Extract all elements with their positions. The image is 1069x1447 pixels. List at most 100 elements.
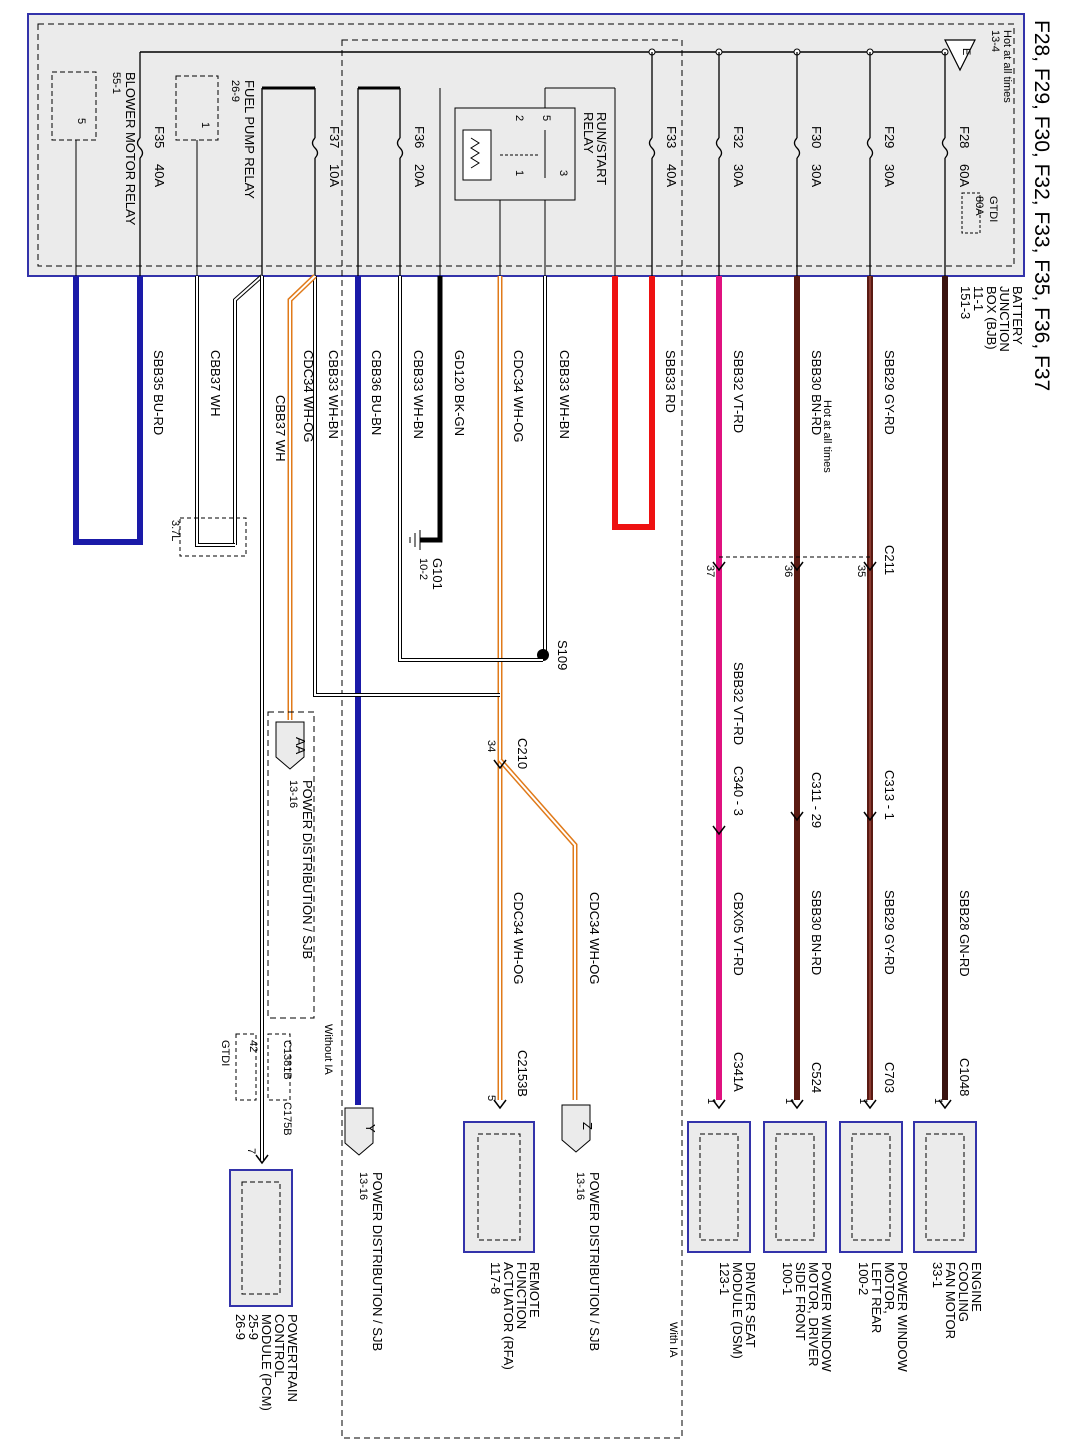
wire-cbb37-a-label: CBB37 WH — [208, 350, 223, 416]
c37l-label: 3.7L — [169, 520, 181, 541]
load-pcm-inner — [241, 1181, 281, 1295]
svg-text:11-1: 11-1 — [971, 286, 986, 311]
fuse-f37-name: F37 — [327, 126, 342, 148]
wire-cbb33-c — [313, 276, 500, 697]
svg-text:117-8: 117-8 — [488, 1262, 503, 1294]
load-rfa-inner — [477, 1133, 521, 1241]
wire-cdc34-d-core — [499, 759, 576, 1100]
pd-aa-tag — [275, 721, 305, 770]
c341a-label: C341A — [731, 1052, 746, 1092]
wire-sbb33-rd-label: SBB33 RD — [663, 350, 678, 413]
pd-y-ref: 13-16 — [357, 1172, 369, 1200]
pd-z-tag — [561, 1104, 591, 1153]
svg-text:BATTERY: BATTERY — [1010, 286, 1025, 345]
fuse-stubs — [136, 52, 949, 276]
svg-text:DRIVER SEAT: DRIVER SEAT — [743, 1262, 758, 1348]
pd-aa-label: POWER DISTRIBUTION / SJB — [300, 780, 315, 959]
g101-ref: 10-2 — [417, 558, 429, 580]
svg-text:33-1: 33-1 — [930, 1262, 945, 1288]
fuse-f30-rating: 30A — [809, 164, 824, 187]
wire-sbb29-label: SBB29 GY-RD — [882, 350, 897, 435]
wire-sbb28-label: SBB28 GN-RD — [957, 890, 972, 977]
svg-text:MOTOR, DRIVER: MOTOR, DRIVER — [806, 1262, 821, 1367]
svg-text:MODULE (PCM): MODULE (PCM) — [259, 1314, 274, 1411]
hot-at-all-times-label: Hot at all times — [1001, 30, 1013, 103]
wire-cbb36-label: CBB36 BU-BN — [369, 350, 384, 435]
wire-gd120 — [420, 276, 443, 543]
power-source-symbol — [944, 39, 976, 72]
bjb-inner-dashed — [37, 23, 1015, 267]
c37l-box — [179, 517, 247, 557]
c1381b-box — [235, 1033, 257, 1101]
svg-text:2: 2 — [513, 115, 525, 121]
c1381b-label: C1381B — [281, 1040, 293, 1080]
wire-gd120-label: GD120 BK-GN — [452, 350, 467, 436]
c703-label: C703 — [882, 1062, 897, 1093]
c340-label: C340 - 3 — [731, 766, 746, 816]
load-pwlr-inner — [851, 1133, 891, 1241]
fan-pin1: 1 — [932, 1098, 944, 1104]
wire-cbx05-label: CBX05 VT-RD — [731, 892, 746, 976]
e-label: E — [960, 48, 972, 55]
fuse-f28-alt: 80A — [973, 196, 985, 216]
dsm-pin1: 1 — [705, 1098, 717, 1104]
svg-text:5: 5 — [540, 115, 552, 121]
svg-text:RUN/START: RUN/START — [594, 112, 609, 185]
svg-text:100-2: 100-2 — [856, 1262, 871, 1295]
wire-sbb30-label: SBB30 BN-RD — [809, 350, 824, 435]
fuse-f28-rating: 60A — [957, 164, 972, 187]
c211-pin36: 36 — [782, 565, 794, 577]
blower-ref: 55-1 — [110, 72, 122, 94]
svg-text:1: 1 — [513, 170, 525, 176]
bjb-label: BATTERY JUNCTION BOX (BJB) 11-1 151-3 — [958, 286, 1025, 352]
svg-text:123-1: 123-1 — [717, 1262, 732, 1295]
connector-chevrons — [255, 561, 952, 1165]
svg-text:FAN MOTOR: FAN MOTOR — [943, 1262, 958, 1339]
pcm-pin7: 7 — [245, 1148, 257, 1154]
svg-text:POWER WINDOW: POWER WINDOW — [895, 1262, 910, 1372]
svg-text:151-3: 151-3 — [958, 286, 973, 319]
c2153b-label: C2153B — [515, 1050, 530, 1097]
c175b-box — [267, 1033, 291, 1101]
load-pcm — [229, 1169, 293, 1307]
pd-z-label: POWER DISTRIBUTION / SJB — [587, 1172, 602, 1351]
c211-pin35: 35 — [855, 565, 867, 577]
wire-sbb29b-label: SBB29 GY-RD — [882, 890, 897, 975]
wire-cdc34-b-label: CDC34 WH-OG — [301, 350, 316, 442]
load-pw-left-rear — [839, 1121, 903, 1253]
svg-text:3: 3 — [557, 170, 569, 176]
wire-cbb37-b-label: CBB37 WH — [273, 395, 288, 461]
blower-pin: 5 — [75, 118, 87, 124]
f28-alt-box — [961, 192, 981, 234]
svg-text:25-9: 25-9 — [246, 1314, 261, 1340]
wire-cdc34-b — [287, 274, 317, 720]
wire-cdc34-d-label: CDC34 WH-OG — [587, 892, 602, 984]
c1048-label: C1048 — [957, 1058, 972, 1096]
c1381b-pin42: 42 — [247, 1040, 259, 1052]
wire-sbb35 — [73, 276, 143, 545]
wire-sbb30b-label: SBB30 BN-RD — [809, 890, 824, 975]
svg-text:MODULE (DSM): MODULE (DSM) — [730, 1262, 745, 1359]
c524-label: C524 — [809, 1062, 824, 1093]
c311-label: C311 - 29 — [809, 772, 824, 828]
svg-text:MOTOR,: MOTOR, — [882, 1262, 897, 1314]
fuelpump-label: FUEL PUMP RELAY — [242, 80, 257, 199]
fuelpump-ref: 26-9 — [229, 80, 241, 102]
wire-sbb33-rd — [612, 276, 655, 530]
pwdf-label: POWER WINDOW MOTOR, DRIVER SIDE FRONT 10… — [780, 1262, 834, 1372]
pd-y-label: POWER DISTRIBUTION / SJB — [370, 1172, 385, 1351]
svg-text:POWER WINDOW: POWER WINDOW — [819, 1262, 834, 1372]
fuse-f35-rating: 40A — [152, 164, 167, 187]
ground-symbol — [409, 530, 421, 550]
wire-cdc34-a-label: CDC34 WH-OG — [511, 350, 526, 442]
fuse-f37-rating: 10A — [327, 164, 342, 187]
svg-text:FUNCTION: FUNCTION — [514, 1262, 529, 1329]
wire-sbb30-note: Hot at all times — [821, 400, 833, 473]
pd-y-tag — [344, 1107, 374, 1156]
diagram-title: F28, F29, F30, F32, F33, F35, F36, F37 — [1030, 20, 1053, 391]
svg-text:RELAY: RELAY — [581, 112, 596, 154]
wire-cbb33-b-label: CBB33 WH-BN — [411, 350, 426, 439]
fuse-f29-rating: 30A — [882, 164, 897, 187]
coil-zigzag — [470, 137, 480, 169]
